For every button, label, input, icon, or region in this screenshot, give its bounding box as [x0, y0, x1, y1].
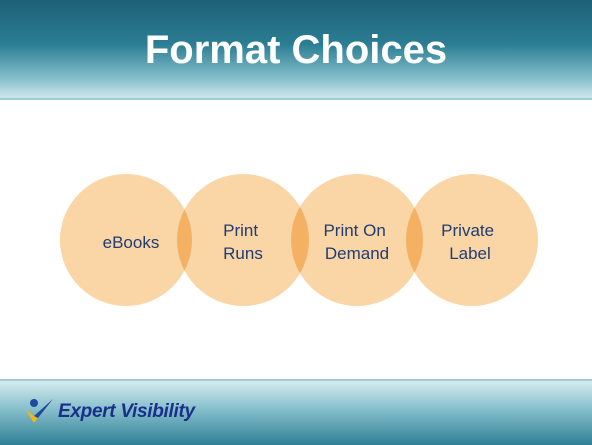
circle-label-private-label: Private Label: [441, 221, 499, 263]
title-banner: Format Choices: [0, 0, 592, 98]
circle-print-runs: [177, 174, 309, 306]
circle-private-label: [406, 174, 538, 306]
circle-print-on-demand: [291, 174, 423, 306]
circle-label-print-on-demand: Print On Demand: [323, 221, 390, 263]
person-checkmark-icon: [25, 399, 53, 423]
footer-band: [0, 381, 592, 445]
circle-label-print-runs: Print Runs: [223, 221, 263, 263]
circle-label-ebooks: eBooks: [103, 233, 160, 252]
footer-divider: [0, 379, 592, 381]
circle-ebooks: [60, 174, 192, 306]
slide-title: Format Choices: [144, 28, 448, 72]
title-divider: [0, 98, 592, 100]
logo-text: Expert Visibility: [58, 401, 195, 422]
expert-visibility-logo: Expert Visibility: [22, 396, 195, 428]
